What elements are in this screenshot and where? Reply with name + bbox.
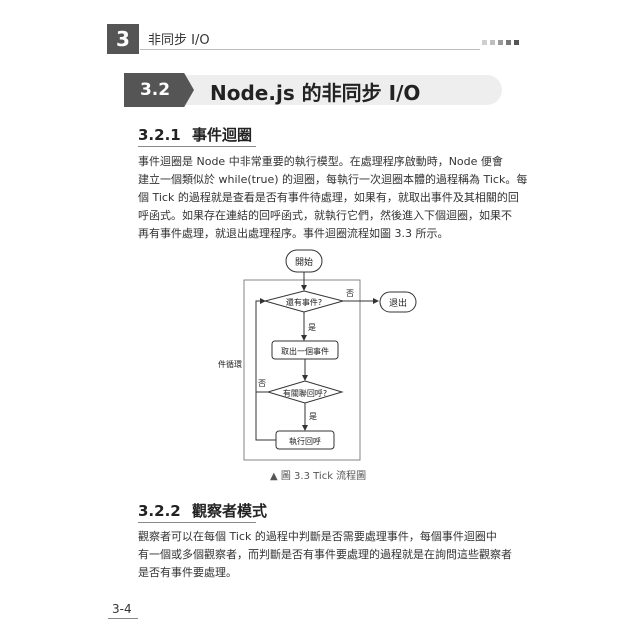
subsection-1-number: 3.2.1: [138, 126, 181, 144]
subsection-2-heading: 3.2.2 觀察者模式: [138, 500, 267, 521]
paragraph-line: 呼函式。如果存在連結的回呼函式，就執行它們，然後進入下個迴圈，如果不: [138, 209, 512, 222]
paragraph-line: 建立一個類似於 while(true) 的迴圈，每執行一次迴圈本體的過程稱為 T…: [138, 173, 528, 186]
figure-caption: ▲ 圖 3.3 Tick 流程圖: [270, 471, 367, 482]
header-dot: [506, 40, 511, 45]
start-label: 開始: [295, 256, 313, 268]
chapter-title: 非同步 I/O: [148, 33, 210, 48]
header-dots: [482, 40, 519, 45]
subsection-2-underline: [138, 522, 256, 523]
subsection-1-heading: 3.2.1 事件迴圈: [138, 124, 252, 145]
loop-back-line: [255, 298, 276, 441]
paragraph-line: 再有事件處理，就退出處理程序。事件迴圈流程如圖 3.3 所示。: [138, 227, 449, 240]
section-title: Node.js 的非同步 I/O: [210, 81, 421, 105]
section-number: 3.2: [139, 80, 171, 100]
subsection-1-underline: [138, 146, 256, 147]
paragraph-line: 個 Tick 的過程就是查看是否有事件待處理，如果有，就取出事件及其相關的回: [138, 191, 519, 204]
section-heading-bar: [144, 75, 502, 105]
section-number-tab: 3.2: [124, 73, 194, 107]
decision-events-label: 還有事件?: [286, 297, 322, 307]
chapter-number-box: 3: [107, 24, 139, 54]
header-dot: [514, 40, 519, 45]
page-number: 3-4: [112, 602, 132, 616]
paragraph-line: 是否有事件要處理。: [138, 566, 237, 579]
subsection-1-paragraph: 事件迴圈是 Node 中非常重要的執行模型。在處理程序啟動時，Node 便會 建…: [138, 153, 528, 243]
take-event-label: 取出一個事件: [281, 346, 329, 356]
decision-callback-label: 有關聯回呼?: [283, 388, 327, 398]
header-dot: [498, 40, 503, 45]
paragraph-line: 事件迴圈是 Node 中非常重要的執行模型。在處理程序啟動時，Node 便會: [138, 155, 503, 168]
exit-node: [379, 291, 417, 313]
subsection-2-paragraph: 觀察者可以在每個 Tick 的過程中判斷是否需要處理事件，每個事件迴圈中 有一個…: [138, 528, 512, 582]
run-callback-label: 執行回呼: [289, 436, 321, 446]
subsection-2-title: 觀察者模式: [191, 502, 267, 520]
section-heading: 3.2 Node.js 的非同步 I/O: [124, 73, 504, 107]
chapter-number: 3: [116, 27, 130, 51]
exit-label: 退出: [389, 297, 407, 309]
header-rule: [140, 49, 480, 50]
loop-label: 事件循環: [218, 359, 242, 369]
header-dot: [482, 40, 487, 45]
page-number-rule: [108, 618, 138, 619]
flowchart-frame: [243, 279, 361, 461]
header-dot: [490, 40, 495, 45]
paragraph-line: 觀察者可以在每個 Tick 的過程中判斷是否需要處理事件，每個事件迴圈中: [138, 530, 497, 543]
yes-label-1: 是: [308, 323, 316, 332]
no-label-1: 否: [346, 289, 354, 298]
no-label-2: 否: [258, 379, 266, 388]
yes-label-2: 是: [309, 412, 317, 421]
subsection-2-number: 3.2.2: [138, 502, 181, 520]
subsection-1-title: 事件迴圈: [191, 126, 252, 144]
tick-flowchart: 開始 還有事件? 否 退出 是 取出一個事件 事件循環 有關聯回呼? 否 是 執…: [218, 249, 417, 461]
paragraph-line: 有一個或多個觀察者，而判斷是否有事件要處理的過程就是在詢問這些觀察者: [138, 548, 512, 561]
